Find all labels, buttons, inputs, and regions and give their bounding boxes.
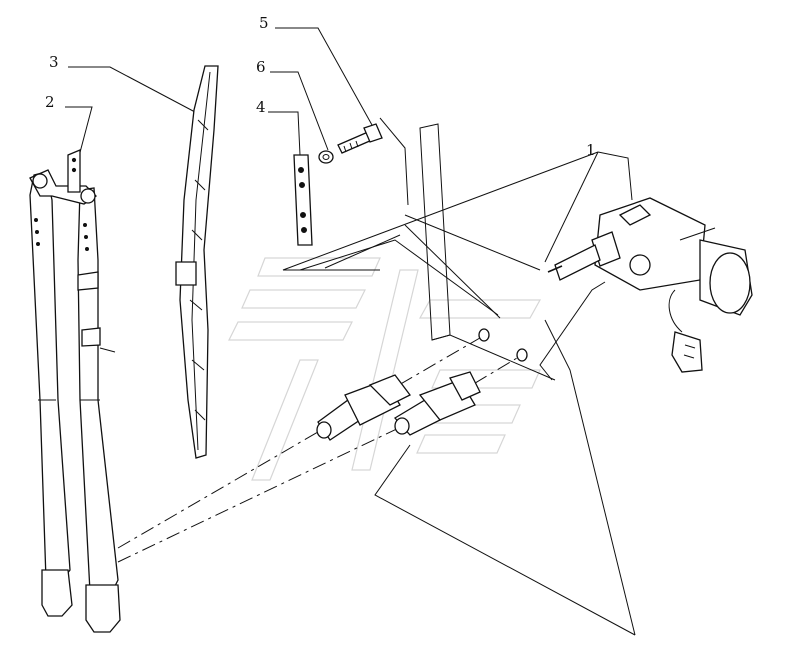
callout-1: 1 — [586, 141, 596, 159]
wiper-blade — [175, 65, 219, 459]
wiper-arms — [29, 149, 121, 633]
callout-labels: 1 2 3 4 5 6 — [45, 14, 596, 159]
callout-3: 3 — [49, 53, 59, 71]
bolt — [337, 123, 383, 154]
watermark-logo — [228, 257, 542, 481]
wiper-motor — [547, 197, 753, 373]
callout-2: 2 — [45, 93, 55, 111]
assembly-lines — [117, 334, 523, 563]
callout-5: 5 — [259, 14, 269, 32]
washer — [318, 150, 334, 164]
callout-6: 6 — [256, 58, 266, 76]
windshield-frame — [379, 117, 606, 381]
leader-lines — [65, 27, 636, 636]
mounting-plate — [293, 154, 313, 246]
spindle-assemblies — [316, 328, 528, 441]
callout-4: 4 — [256, 98, 266, 116]
